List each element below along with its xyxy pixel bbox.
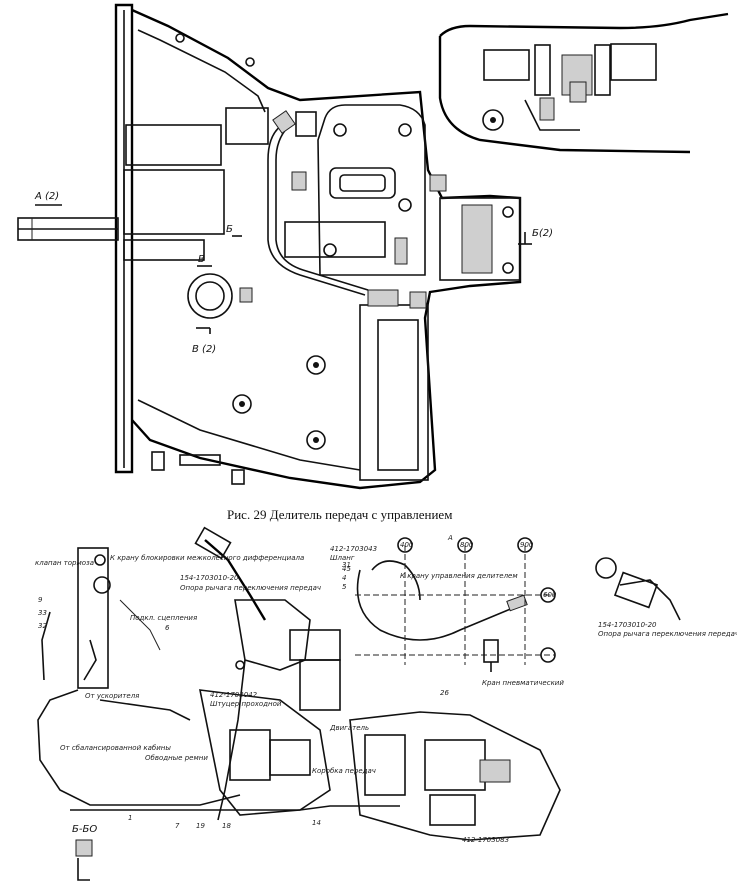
gear-lever bbox=[204, 539, 267, 621]
label-19: 19 bbox=[196, 822, 205, 830]
label-kran: Кран пневматический bbox=[482, 679, 564, 687]
label-ref2-sub: Шланг bbox=[330, 554, 355, 562]
actuator-block bbox=[439, 197, 521, 281]
flange-plate bbox=[114, 3, 134, 474]
label-podkl: Подкл. сцепления bbox=[130, 614, 197, 622]
label-section-a: A (2) bbox=[34, 191, 59, 202]
pedal-bracket bbox=[77, 547, 109, 689]
label-5: 5 bbox=[342, 583, 347, 591]
cylinder bbox=[284, 221, 386, 258]
mount-bracket-top bbox=[125, 124, 222, 166]
inset-valve-right bbox=[610, 43, 657, 81]
label-ref1-sub: Опора рычага переключения передач bbox=[180, 584, 321, 592]
upper-drawing: A (2) Б В В (2) Б(2) bbox=[17, 3, 553, 490]
label-ref3-sub: Опора рычага переключения передач bbox=[598, 630, 737, 638]
lower-drawing: 400 800 900 600 А bbox=[37, 526, 681, 881]
label-14: 14 bbox=[312, 819, 321, 827]
valve-body bbox=[317, 104, 426, 276]
dim-600: 600 bbox=[543, 591, 557, 599]
label-top-left: клапан тормоза bbox=[35, 559, 94, 567]
label-section-b: Б(2) bbox=[532, 228, 553, 239]
label-korobka: Коробка передач bbox=[312, 767, 376, 775]
label-7: 7 bbox=[175, 822, 180, 830]
label-26: 26 bbox=[440, 689, 449, 697]
label-section-v: В (2) bbox=[192, 344, 216, 355]
label-ref4-sub: Штуцер проходной bbox=[210, 700, 282, 708]
hose-loop bbox=[356, 569, 521, 641]
detail-circle bbox=[595, 557, 617, 579]
label-9: 9 bbox=[38, 596, 43, 604]
label-18: 18 bbox=[222, 822, 231, 830]
label-b-bo: Б-БО bbox=[72, 824, 97, 835]
label-a-lower: А bbox=[447, 534, 453, 542]
inset-valve-left bbox=[483, 49, 530, 81]
label-4: 4 bbox=[342, 574, 346, 582]
label-31: 31 bbox=[342, 561, 351, 569]
label-1: 1 bbox=[128, 814, 132, 822]
dim-900: 900 bbox=[520, 541, 534, 549]
label-33: 33 bbox=[38, 609, 47, 617]
label-ref5: 412-1703083 bbox=[462, 836, 509, 844]
air-pipe bbox=[267, 124, 366, 296]
label-ref4: 412-1703042 bbox=[210, 691, 258, 699]
label-obvod: Обводные ремни bbox=[145, 754, 208, 762]
dim-400: 400 bbox=[400, 541, 414, 549]
label-ref1: 154-1703010-20 bbox=[180, 574, 239, 582]
label-ref3: 154-1703010-20 bbox=[598, 621, 657, 629]
dim-800: 800 bbox=[460, 541, 474, 549]
label-k-kranu-delit: К крану управления делителем bbox=[400, 572, 518, 580]
label-6: 6 bbox=[165, 624, 170, 632]
label-section-v-small: В bbox=[198, 254, 205, 265]
housing-outline bbox=[131, 8, 522, 490]
detail-b-bo bbox=[75, 839, 93, 857]
label-dvigatel: Двигатель bbox=[329, 724, 369, 732]
label-ot-uskor: От ускорителя bbox=[85, 692, 139, 700]
label-32: 32 bbox=[38, 622, 47, 630]
gearbox-outline bbox=[349, 711, 561, 841]
label-section-b-small: Б bbox=[226, 224, 233, 235]
label-ot-sbal: От сбалансированной кабины bbox=[60, 744, 171, 752]
inset-drawing bbox=[438, 12, 729, 154]
label-45: 45 bbox=[342, 565, 351, 573]
round-port bbox=[187, 273, 233, 319]
figure-caption: Рис. 29 Делитель передач с управлением bbox=[227, 507, 452, 522]
label-ref2: 412-1703043 bbox=[330, 545, 377, 553]
label-k-kranu: К крану блокировки межколёсного дифферен… bbox=[110, 554, 304, 562]
lower-labels: клапан тормоза К крану блокировки межкол… bbox=[35, 545, 737, 844]
air-line-lower bbox=[70, 805, 400, 811]
